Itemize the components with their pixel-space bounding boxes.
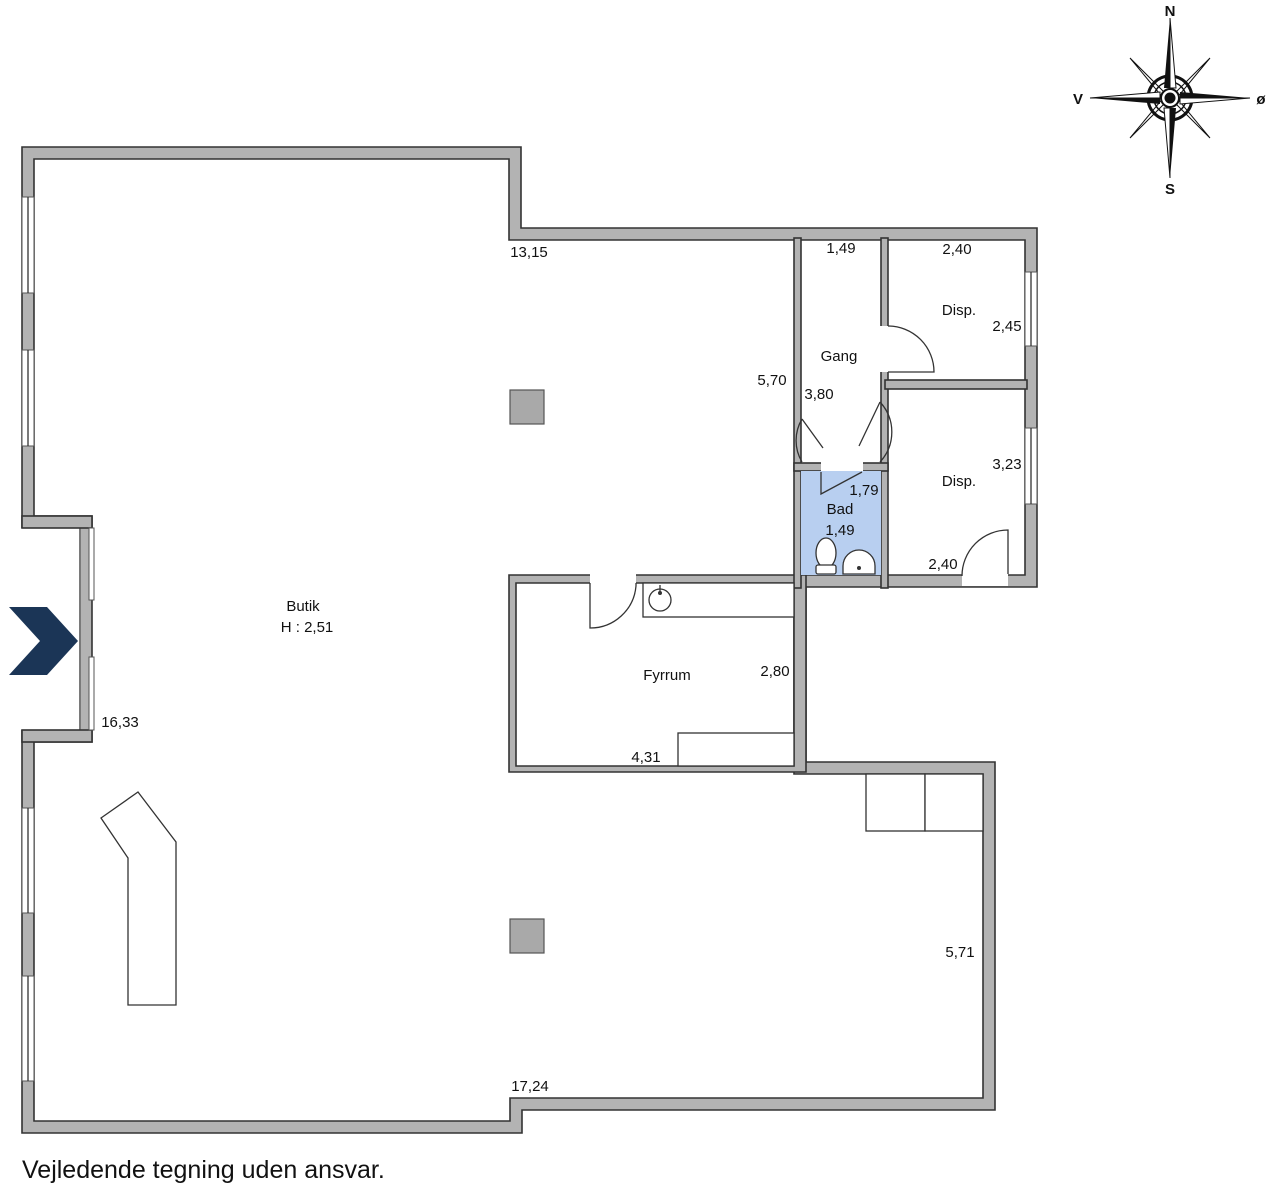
column-upper bbox=[509, 389, 545, 425]
entrance-door-leaf-upper bbox=[88, 527, 95, 601]
column-lower bbox=[509, 918, 545, 954]
entrance-door-leaf-lower bbox=[88, 656, 95, 731]
dim-butik-bottom: 17,24 bbox=[511, 1078, 549, 1095]
fyrrum-counter-bottom bbox=[677, 732, 795, 767]
compass-diagonal-points bbox=[1129, 57, 1211, 139]
door-disp-upper bbox=[887, 325, 935, 373]
room-label-fyrrum: Fyrrum bbox=[643, 667, 691, 684]
entrance-wall-top bbox=[21, 515, 93, 529]
dim-butik-right-upper: 5,70 bbox=[757, 372, 786, 389]
compass-west: V bbox=[1073, 91, 1083, 108]
entrance-arrow-icon bbox=[9, 607, 78, 675]
door-fyrrum bbox=[589, 583, 637, 629]
room-height-butik: H : 2,51 bbox=[281, 619, 334, 636]
room-label-butik: Butik bbox=[286, 598, 320, 615]
dim-butik-top: 13,15 bbox=[510, 244, 548, 261]
dim-fyrrum-width: 4,31 bbox=[631, 749, 660, 766]
entrance-wall-bottom bbox=[21, 729, 93, 743]
room-label-bad: Bad bbox=[827, 501, 854, 518]
door-disp-lower bbox=[961, 529, 1009, 577]
dim-fyrrum-depth: 2,80 bbox=[760, 663, 789, 680]
compass-cardinal-points bbox=[1089, 17, 1251, 179]
gang-wall-left bbox=[793, 237, 802, 589]
door-gang-right bbox=[858, 401, 893, 463]
dim-gang-width: 1,49 bbox=[826, 240, 855, 257]
compass-south: S bbox=[1165, 181, 1175, 198]
room-label-disp-lower: Disp. bbox=[942, 473, 976, 490]
disclaimer-text: Vejledende tegning uden ansvar. bbox=[22, 1156, 385, 1184]
storage-box-2 bbox=[924, 773, 984, 832]
dim-gang-length: 3,80 bbox=[804, 386, 833, 403]
dim-disp-lower-depth: 3,23 bbox=[992, 456, 1021, 473]
storage-box-1 bbox=[865, 773, 926, 832]
compass-east: ø bbox=[1256, 91, 1266, 108]
dim-butik-right-lower: 5,71 bbox=[945, 944, 974, 961]
toilet-icon bbox=[815, 537, 837, 575]
shop-counter bbox=[100, 791, 177, 1006]
washbasin-icon bbox=[842, 549, 876, 575]
dim-butik-left: 16,33 bbox=[101, 714, 139, 731]
compass-north: N bbox=[1165, 3, 1176, 20]
dim-bad-width: 1,79 bbox=[849, 482, 878, 499]
room-size-bad: 1,49 bbox=[825, 522, 854, 539]
dim-disp-lower-width: 2,40 bbox=[928, 556, 957, 573]
dim-disp-upper-depth: 2,45 bbox=[992, 318, 1021, 335]
door-bad bbox=[820, 471, 863, 496]
room-label-disp-upper: Disp. bbox=[942, 302, 976, 319]
dim-disp-upper-width: 2,40 bbox=[942, 241, 971, 258]
room-label-gang: Gang bbox=[821, 348, 858, 365]
disp-divider-wall bbox=[884, 379, 1028, 390]
compass-rose-icon bbox=[1089, 17, 1251, 179]
door-gang-left bbox=[795, 418, 824, 463]
